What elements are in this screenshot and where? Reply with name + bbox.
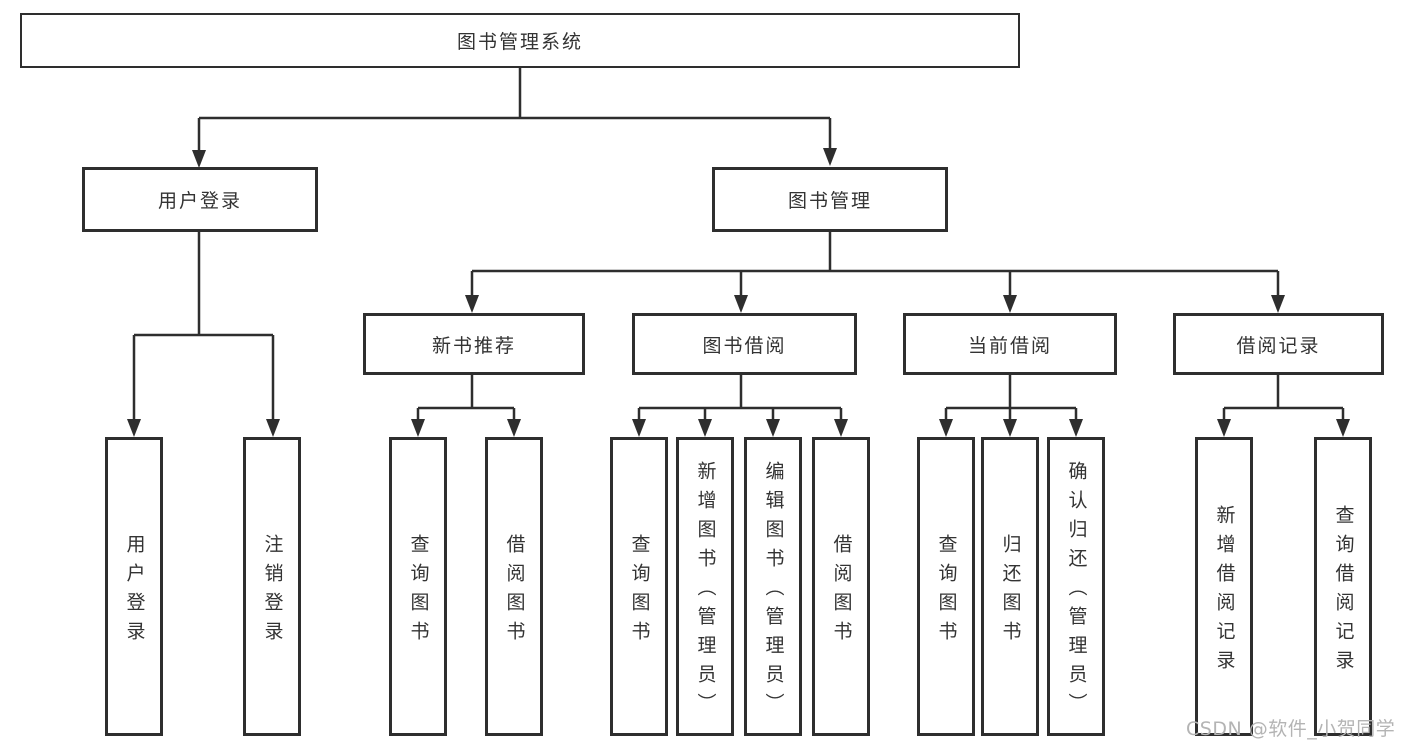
node-new-book-recommend: 新书推荐 xyxy=(363,313,585,375)
node-book-management: 图书管理 xyxy=(712,167,948,232)
leaf-query-borrow-record: 查询借阅记录 xyxy=(1314,437,1372,736)
leaf-label: 归还图书 xyxy=(999,533,1022,650)
leaf-label: 借阅图书 xyxy=(503,533,526,650)
node-user-login: 用户登录 xyxy=(82,167,318,232)
arrowheads xyxy=(127,148,1350,437)
node-label: 用户登录 xyxy=(157,190,242,212)
leaf-add-borrow-record: 新增借阅记录 xyxy=(1195,437,1253,736)
node-book-borrow: 图书借阅 xyxy=(632,313,857,375)
leaf-label: 查询图书 xyxy=(628,533,651,650)
leaf-label: 查询借阅记录 xyxy=(1332,504,1355,679)
node-library-management-system: 图书管理系统 xyxy=(20,13,1020,68)
node-label: 图书管理系统 xyxy=(456,31,583,53)
leaf-confirm-return-admin: 确认归还（管理员） xyxy=(1047,437,1105,736)
node-current-borrow: 当前借阅 xyxy=(903,313,1117,375)
leaf-label: 注销登录 xyxy=(261,533,284,650)
leaf-logout: 注销登录 xyxy=(243,437,301,736)
leaf-borrow-books: 借阅图书 xyxy=(812,437,870,736)
leaf-query-books-recommend: 查询图书 xyxy=(389,437,447,736)
node-label: 图书管理 xyxy=(787,190,872,212)
leaf-return-books: 归还图书 xyxy=(981,437,1039,736)
leaf-label: 编辑图书（管理员） xyxy=(762,461,785,722)
leaf-user-login: 用户登录 xyxy=(105,437,163,736)
leaf-query-books-borrow: 查询图书 xyxy=(610,437,668,736)
leaf-label: 查询图书 xyxy=(935,533,958,650)
csdn-watermark: CSDN @软件_小贺同学 xyxy=(1186,718,1396,740)
leaf-edit-books-admin: 编辑图书（管理员） xyxy=(744,437,802,736)
leaf-label: 用户登录 xyxy=(123,533,146,650)
node-label: 新书推荐 xyxy=(431,334,516,357)
leaf-label: 查询图书 xyxy=(407,533,430,650)
leaf-label: 借阅图书 xyxy=(830,533,853,650)
node-borrow-records: 借阅记录 xyxy=(1173,313,1384,375)
leaf-query-books-current: 查询图书 xyxy=(917,437,975,736)
node-label: 当前借阅 xyxy=(967,334,1052,357)
leaf-label: 新增借阅记录 xyxy=(1213,504,1236,679)
node-label: 借阅记录 xyxy=(1236,334,1321,357)
node-label: 图书借阅 xyxy=(702,334,787,357)
leaf-add-books-admin: 新增图书（管理员） xyxy=(676,437,734,736)
leaf-borrow-books-recommend: 借阅图书 xyxy=(485,437,543,736)
leaf-label: 新增图书（管理员） xyxy=(694,461,717,722)
leaf-label: 确认归还（管理员） xyxy=(1065,461,1088,722)
